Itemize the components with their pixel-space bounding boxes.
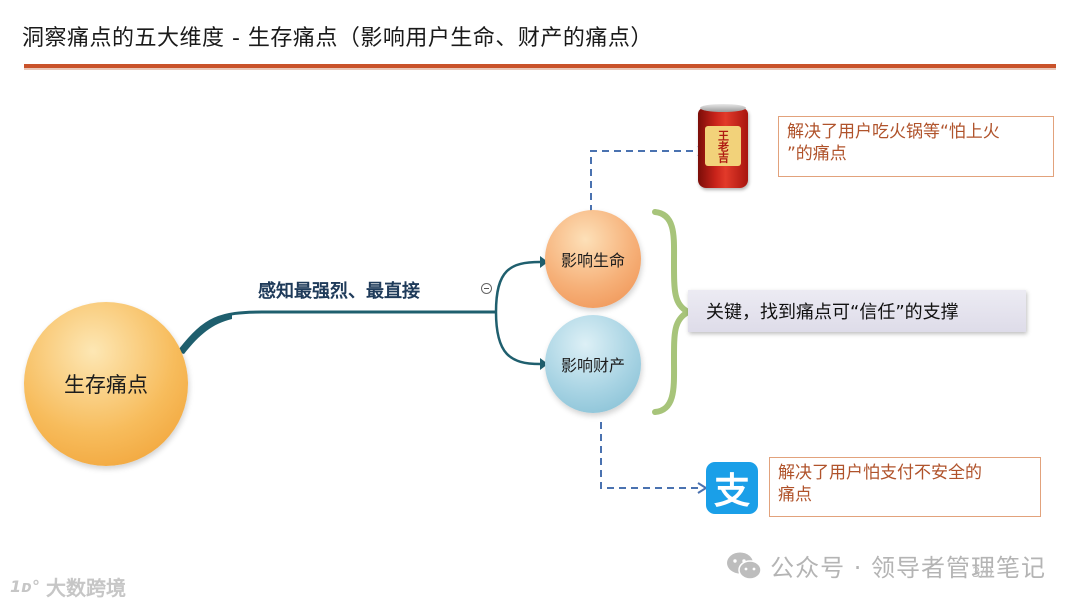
branch-life-arrow	[540, 256, 548, 268]
collapse-icon[interactable]	[481, 283, 492, 294]
edge-label: 感知最强烈、最直接	[258, 281, 420, 302]
alipay-icon: 支	[706, 462, 758, 514]
note-life: 解决了用户吃火锅等“怕上火 ”的痛点	[778, 116, 1054, 177]
dashed-connector-bottom	[600, 422, 700, 489]
page-number: 3/0	[972, 566, 993, 581]
branch-node-life: 影响生命	[545, 210, 641, 308]
brand-text: 大数跨境	[45, 576, 126, 600]
watermark: 公众号 · 领导者管理笔记	[726, 548, 1046, 583]
branch-property-edge	[494, 311, 541, 366]
dashed-connector-top	[590, 150, 700, 212]
can-image: 王老吉	[698, 104, 748, 188]
dashed-arrow-bottom	[697, 482, 708, 494]
brand-mark: 1ᴅ°	[10, 577, 40, 596]
key-point-box: 关键，找到痛点可“信任”的支撑	[688, 290, 1026, 332]
can-label: 王老吉	[705, 126, 741, 166]
branch-life-edge	[494, 260, 541, 313]
title-divider	[24, 64, 1056, 68]
wechat-icon	[727, 552, 762, 580]
brace-icon	[652, 209, 695, 415]
title-divider-shadow	[24, 68, 1056, 70]
main-edge-taper	[178, 315, 232, 354]
watermark-text: 公众号 · 领导者管理笔记	[770, 554, 1046, 582]
brand-watermark: 1ᴅ° 大数跨境	[10, 572, 126, 601]
root-node: 生存痛点	[24, 302, 188, 466]
page-title: 洞察痛点的五大维度 - 生存痛点（影响用户生命、财产的痛点）	[22, 26, 653, 51]
note-property: 解决了用户怕支付不安全的 痛点	[769, 457, 1041, 517]
branch-property-arrow	[540, 358, 548, 370]
branch-node-property: 影响财产	[545, 315, 641, 413]
